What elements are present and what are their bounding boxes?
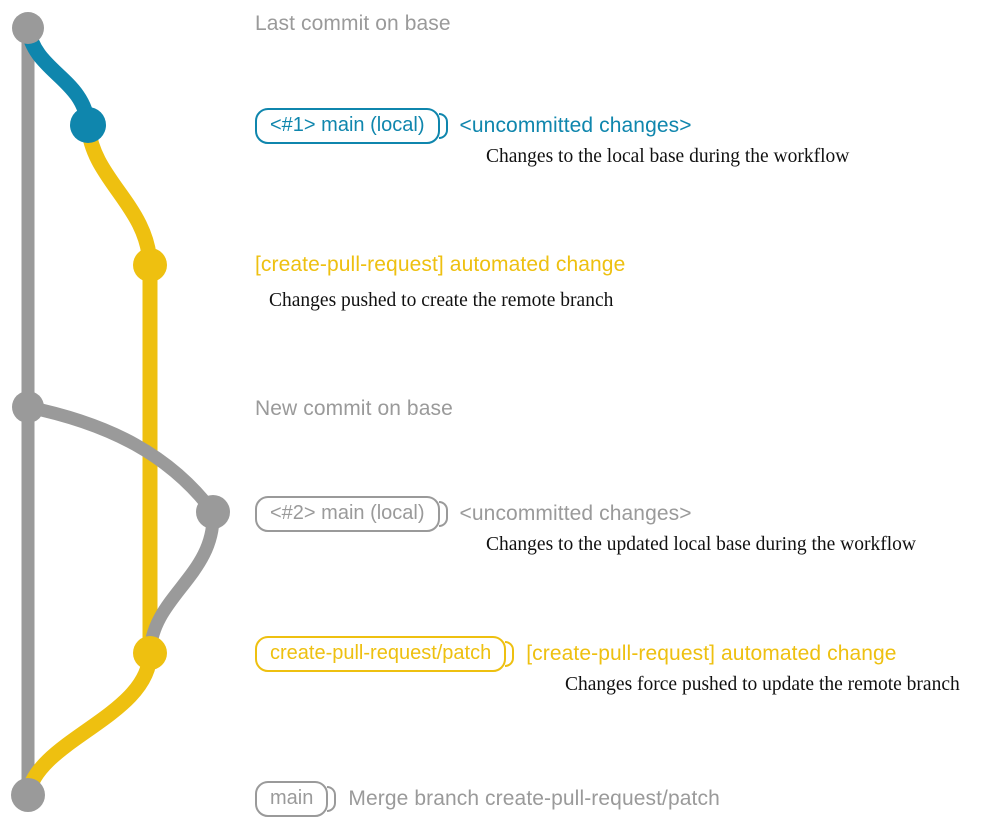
- ref-pill-tail-patch-2: [505, 641, 515, 667]
- commit-subtext-local-1: Changes to the local base during the wor…: [486, 146, 850, 167]
- graph-row-patch-2: create-pull-request/patch [create-pull-r…: [255, 636, 897, 672]
- ref-pill-label-local-2: <#2> main (local): [255, 496, 440, 532]
- ref-pill-label-local-1: <#1> main (local): [255, 108, 440, 144]
- commit-message-merge: Merge branch create-pull-request/patch: [348, 787, 720, 810]
- commit-message-local-1: <uncommitted changes>: [459, 114, 692, 137]
- graph-row-last-commit-on-base: Last commit on base: [255, 12, 451, 36]
- commit-message-base-new: New commit on base: [255, 397, 453, 420]
- commit-message-base-last: Last commit on base: [255, 12, 451, 35]
- commit-subtext-local-2: Changes to the updated local base during…: [486, 534, 916, 555]
- graph-row-merge: main Merge branch create-pull-request/pa…: [255, 781, 720, 817]
- graph-row-local-1: <#1> main (local) <uncommitted changes>: [255, 108, 692, 144]
- ref-pill-tail-main: [327, 786, 337, 812]
- commit-node-merge[interactable]: [11, 778, 45, 812]
- ref-pill-label-patch-2: create-pull-request/patch: [255, 636, 507, 672]
- commit-node-patch-1[interactable]: [133, 248, 167, 282]
- ref-pill-label-main: main: [255, 781, 329, 817]
- ref-pill-main[interactable]: main: [255, 781, 337, 817]
- commit-message-patch-2: [create-pull-request] automated change: [526, 642, 897, 665]
- commit-subtext-patch-1: Changes pushed to create the remote bran…: [269, 290, 614, 311]
- ref-pill-local-2[interactable]: <#2> main (local): [255, 496, 448, 532]
- graph-row-patch-1: [create-pull-request] automated change: [255, 253, 625, 277]
- ref-pill-tail-local-2: [438, 501, 448, 527]
- ref-pill-patch-2[interactable]: create-pull-request/patch: [255, 636, 515, 672]
- commit-node-local-2[interactable]: [196, 495, 230, 529]
- edge-local2-to-patch2: [143, 505, 220, 660]
- edge-patch2-to-merge: [20, 645, 158, 803]
- graph-row-new-commit-on-base: New commit on base: [255, 397, 453, 421]
- edge-basenew-to-local2: [21, 400, 220, 519]
- commit-node-base-new[interactable]: [12, 391, 44, 423]
- graph-row-local-2: <#2> main (local) <uncommitted changes>: [255, 496, 692, 532]
- edge-local1-to-patch1: [80, 117, 158, 273]
- commit-node-patch-2[interactable]: [133, 636, 167, 670]
- ref-pill-local-1[interactable]: <#1> main (local): [255, 108, 448, 144]
- ref-pill-tail-local-1: [438, 113, 448, 139]
- commit-node-local-1[interactable]: [70, 107, 106, 143]
- commit-message-patch-1: [create-pull-request] automated change: [255, 253, 626, 276]
- commit-node-base-last[interactable]: [12, 12, 44, 44]
- commit-message-local-2: <uncommitted changes>: [459, 502, 692, 525]
- commit-subtext-patch-2: Changes force pushed to update the remot…: [565, 674, 960, 695]
